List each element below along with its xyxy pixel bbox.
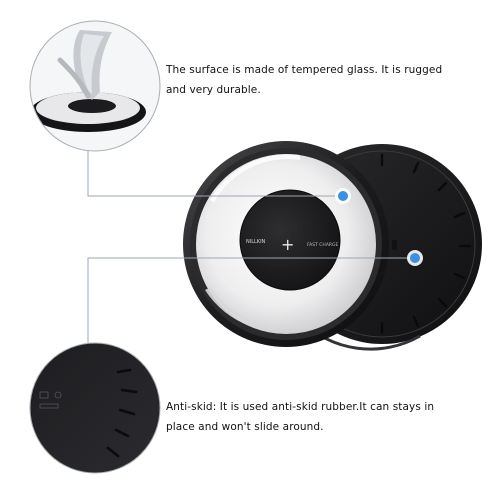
- skid-caption-line-1: Anti-skid: It is used anti-skid rubber.I…: [166, 401, 435, 413]
- charging-pad: [240, 190, 340, 290]
- fast-charge-mark: FAST CHARGE: [307, 242, 339, 248]
- glass-caption: The surface is made of tempered glass. I…: [166, 60, 442, 100]
- skid-caption-line-2: place and won't slide around.: [166, 421, 324, 433]
- brand-mark: NILLKIN: [246, 239, 266, 245]
- glass-caption-line-1: The surface is made of tempered glass. I…: [166, 64, 443, 76]
- glass-zoom-circle: [29, 20, 161, 152]
- rubber-zoom-circle: [29, 342, 161, 474]
- rubber-callout-dot: [407, 250, 423, 266]
- charge-symbol: +: [281, 235, 294, 254]
- glass-callout-dot: [335, 188, 351, 204]
- glass-caption-line-2: and very durable.: [166, 84, 261, 96]
- skid-caption: Anti-skid: It is used anti-skid rubber.I…: [166, 397, 434, 437]
- callout-lines: [87, 151, 415, 343]
